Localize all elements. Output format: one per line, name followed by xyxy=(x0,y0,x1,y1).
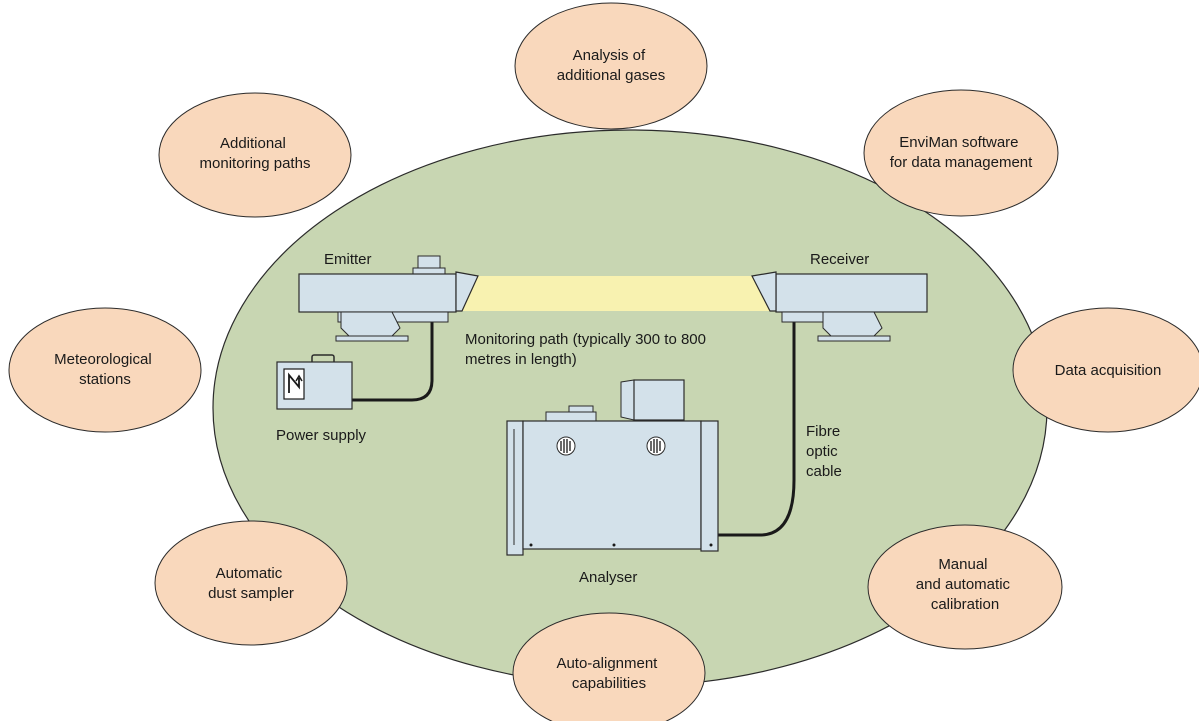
emitter-label: Emitter xyxy=(324,251,372,268)
svg-text:Meteorological stations: Meteorological stations xyxy=(54,351,156,388)
monitoring-path-label-line-1: Monitoring path (typically 300 to 800 xyxy=(465,331,706,348)
bubble-additional-gases: Analysis of additional gases xyxy=(514,2,708,130)
fibre-label-line-2: optic xyxy=(806,443,838,460)
bubble-meteorological: Meteorological stations xyxy=(8,307,202,433)
svg-text:Automatic dust sampler: Automatic dust sampler xyxy=(208,565,294,602)
bubble-dust-sampler-line-1: Automatic xyxy=(216,565,283,582)
speaker-grille-icon xyxy=(646,436,666,456)
bubble-meteorological-line-1: Meteorological xyxy=(54,351,152,368)
bubble-calibration-line-2: and automatic xyxy=(916,576,1011,593)
bubble-meteorological-line-2: stations xyxy=(79,371,131,388)
bubble-enviman-line-2: for data management xyxy=(890,154,1033,171)
bubble-calibration-line-3: calibration xyxy=(931,596,999,613)
svg-text:Auto-alignment capabilit: Auto-alignment capabilities xyxy=(556,655,661,692)
svg-text:Data acquisition: Data acquisition xyxy=(1055,362,1162,379)
bubble-data-acquisition: Data acquisition xyxy=(1012,307,1199,433)
bubble-additional-gases-line-1: Analysis of xyxy=(573,47,646,64)
monitoring-path-beam xyxy=(462,276,770,311)
power-cable xyxy=(352,322,434,402)
monitoring-path-label-line-2: metres in length) xyxy=(465,351,577,368)
analyser-label: Analyser xyxy=(579,569,637,586)
svg-text:EnviMan software for dat: EnviMan software for data management xyxy=(890,134,1033,171)
bubble-auto-alignment-line-1: Auto-alignment xyxy=(556,655,658,672)
bubble-dust-sampler-line-2: dust sampler xyxy=(208,585,294,602)
bubble-auto-alignment: Auto-alignment capabilities xyxy=(512,612,706,726)
bubble-monitoring-paths-line-2: monitoring paths xyxy=(200,155,311,172)
svg-text:Additional monitoring pa: Additional monitoring paths xyxy=(200,135,311,172)
lightning-symbol-icon xyxy=(283,368,305,400)
fibre-optic-cable-line xyxy=(718,322,796,537)
bubble-data-acquisition-line-1: Data acquisition xyxy=(1055,362,1162,379)
bubble-enviman: EnviMan software for data management xyxy=(863,89,1059,217)
bubble-additional-gases-line-2: additional gases xyxy=(557,67,665,84)
power-supply-device xyxy=(276,354,353,410)
fibre-optic-cable-label: Fibre optic cable xyxy=(806,423,844,480)
analyser-device xyxy=(506,379,719,556)
emitter-device xyxy=(298,255,479,342)
svg-text:Analysis of additional g: Analysis of additional gases xyxy=(557,47,665,84)
monitoring-path-label: Monitoring path (typically 300 to 800 me… xyxy=(465,331,710,368)
bubble-monitoring-paths: Additional monitoring paths xyxy=(158,92,352,218)
speaker-grille-icon xyxy=(556,436,576,456)
fibre-label-line-1: Fibre xyxy=(806,423,840,440)
bubble-calibration: Manual and automatic calibration xyxy=(867,524,1063,650)
receiver-device xyxy=(751,271,928,342)
svg-text:Manual and automatic: Manual and automatic calibration xyxy=(916,556,1014,613)
receiver-label: Receiver xyxy=(810,251,869,268)
power-supply-label: Power supply xyxy=(276,427,367,444)
bubble-auto-alignment-line-2: capabilities xyxy=(572,675,646,692)
bubble-monitoring-paths-line-1: Additional xyxy=(220,135,286,152)
bubble-calibration-line-1: Manual xyxy=(938,556,987,573)
bubble-enviman-line-1: EnviMan software xyxy=(899,134,1018,151)
bubble-dust-sampler: Automatic dust sampler xyxy=(154,520,348,646)
fibre-label-line-3: cable xyxy=(806,463,842,480)
